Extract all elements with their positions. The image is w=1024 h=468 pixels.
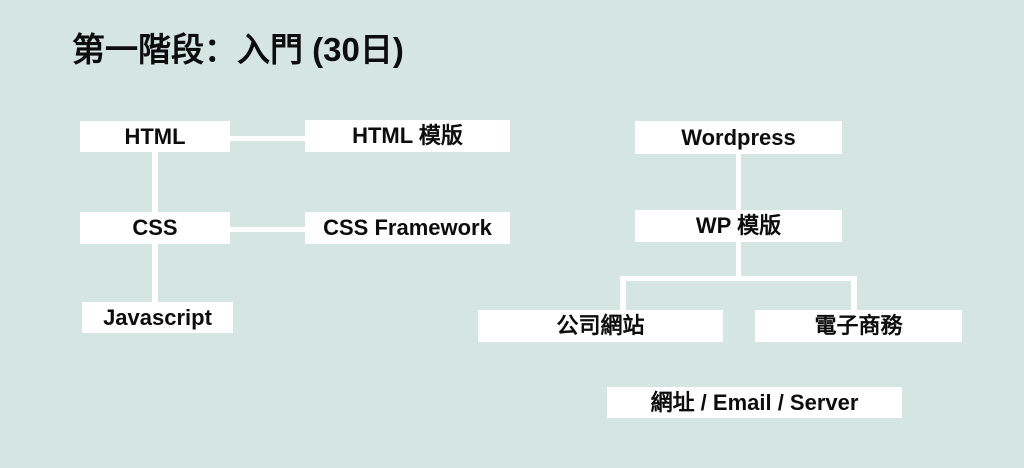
edge-drop-to-company-site [620, 276, 626, 310]
edge-wordpress-to-wp-template [736, 154, 741, 210]
edge-drop-to-ecommerce [851, 276, 857, 310]
node-wordpress: Wordpress [635, 121, 842, 154]
node-javascript: Javascript [82, 302, 233, 333]
node-css-framework: CSS Framework [305, 212, 510, 244]
edge-css-to-javascript [152, 244, 158, 302]
edge-css-to-css-framework [230, 227, 305, 232]
node-domain-email-server: 網址 / Email / Server [607, 387, 902, 418]
edge-html-to-css [152, 152, 158, 213]
node-html: HTML [80, 121, 230, 152]
node-wp-template: WP 模版 [635, 210, 842, 242]
node-ecommerce: 電子商務 [755, 310, 962, 342]
node-company-website: 公司網站 [478, 310, 723, 342]
node-html-template: HTML 模版 [305, 120, 510, 152]
edge-branch-bar [620, 276, 857, 281]
page-title: 第一階段：入門 (30日) [72, 31, 404, 68]
edge-wp-template-stem [736, 242, 741, 277]
node-css: CSS [80, 212, 230, 244]
edge-html-to-html-template [230, 136, 305, 141]
